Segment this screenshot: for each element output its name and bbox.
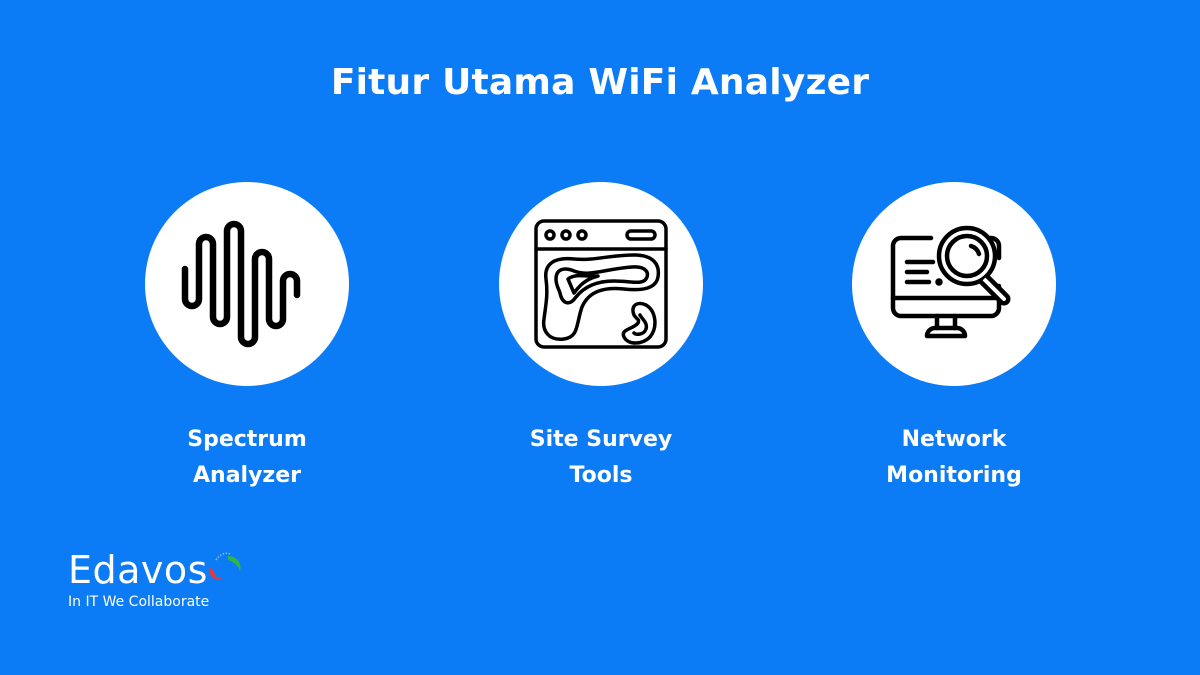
logo-swirl-icon <box>209 552 241 580</box>
edavos-logo: Edavos In IT We Collaborate <box>68 548 241 610</box>
feature-label: Site Survey Tools <box>459 422 743 494</box>
feature-network-monitoring: Network Monitoring <box>852 182 1056 494</box>
site-map-window-icon <box>534 219 668 349</box>
feature-label: Spectrum Analyzer <box>105 422 389 494</box>
label-line-2: Analyzer <box>193 463 301 488</box>
logo-name: Edavos <box>68 548 208 592</box>
feature-icon-circle <box>852 182 1056 386</box>
label-line-1: Site Survey <box>529 427 673 452</box>
feature-site-survey-tools: Site Survey Tools <box>499 182 703 494</box>
label-line-2: Monitoring <box>886 463 1022 488</box>
label-line-2: Tools <box>569 463 633 488</box>
label-line-1: Spectrum <box>187 427 307 452</box>
feature-icon-circle <box>499 182 703 386</box>
page-title: Fitur Utama WiFi Analyzer <box>330 62 870 103</box>
feature-spectrum-analyzer: Spectrum Analyzer <box>145 182 349 494</box>
logo-tagline: In IT We Collaborate <box>68 594 210 610</box>
sound-wave-icon <box>181 220 301 348</box>
monitor-magnifier-icon <box>890 225 1011 339</box>
feature-label: Network Monitoring <box>812 422 1096 494</box>
label-line-1: Network <box>901 427 1007 452</box>
feature-icon-circle <box>145 182 349 386</box>
